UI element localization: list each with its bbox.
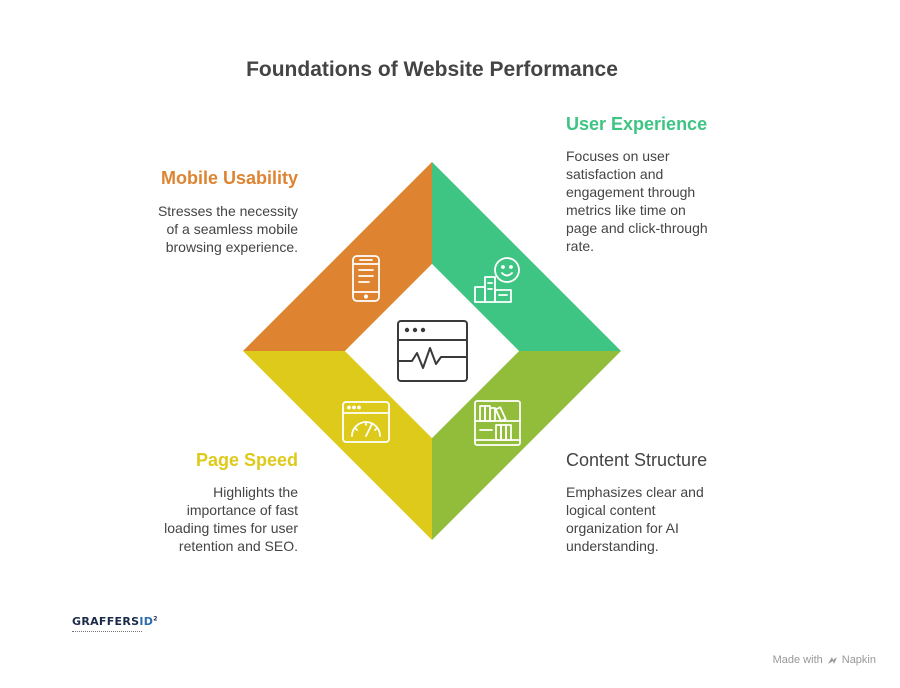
content-structure-heading: Content Structure: [566, 450, 708, 470]
description-line: metrics like time on: [566, 202, 686, 218]
speedometer-browser-icon: [342, 401, 390, 443]
content-structure-description: Emphasizes clear and logical content org…: [566, 483, 704, 555]
description-line: rate.: [566, 238, 595, 254]
mobile-usability-quadrant: [243, 162, 432, 351]
page-speed-quadrant: [243, 351, 432, 540]
smiley-user-icon: [474, 257, 520, 303]
bookshelf-icon: [474, 400, 521, 446]
user-experience-quadrant: [432, 162, 621, 351]
description-line: organization for AI: [566, 520, 679, 536]
page-speed-description: Highlights the importance of fast loadin…: [164, 483, 298, 555]
logo-accent: ID: [139, 615, 154, 628]
logo-text: GRAFFERS: [72, 615, 140, 628]
description-line: satisfaction and: [566, 166, 664, 182]
napkin-logo-icon: [827, 656, 837, 664]
description-line: Focuses on user: [566, 148, 670, 164]
logo-tagline-decoration: [72, 631, 142, 634]
description-line: Stresses the necessity: [157, 203, 298, 219]
description-line: retention and SEO.: [178, 538, 298, 554]
mobile-usability-description: Stresses the necessity of a seamless mob…: [158, 202, 298, 256]
graffersid-logo: GRAFFERSID2: [72, 615, 158, 634]
logo-superscript-mark: 2: [153, 615, 158, 623]
user-experience-heading: User Experience: [566, 114, 708, 134]
description-line: importance of fast: [186, 502, 298, 518]
user-experience-description: Focuses on user satisfaction and engagem…: [566, 147, 708, 255]
credit-brand: Napkin: [841, 654, 876, 666]
description-line: Highlights the: [213, 484, 298, 500]
description-line: page and click-through: [566, 220, 708, 236]
description-line: loading times for user: [164, 520, 298, 536]
description-line: Emphasizes clear and: [566, 484, 704, 500]
browser-pulse-icon: [397, 320, 468, 382]
description-line: logical content: [566, 502, 656, 518]
credit-prefix: Made with: [772, 654, 823, 666]
content-structure-quadrant: [432, 351, 621, 540]
mobile-usability-heading: Mobile Usability: [160, 168, 298, 188]
smartphone-icon: [352, 255, 380, 302]
description-line: of a seamless mobile: [166, 221, 298, 237]
description-line: engagement through: [566, 184, 696, 200]
made-with-credit: Made with Napkin: [773, 654, 876, 666]
description-line: browsing experience.: [165, 239, 298, 255]
page-title: Foundations of Website Performance: [246, 58, 618, 81]
logo-wordmark: GRAFFERSID2: [72, 615, 158, 628]
page-speed-heading: Page Speed: [195, 450, 298, 470]
description-line: understanding.: [566, 538, 659, 554]
